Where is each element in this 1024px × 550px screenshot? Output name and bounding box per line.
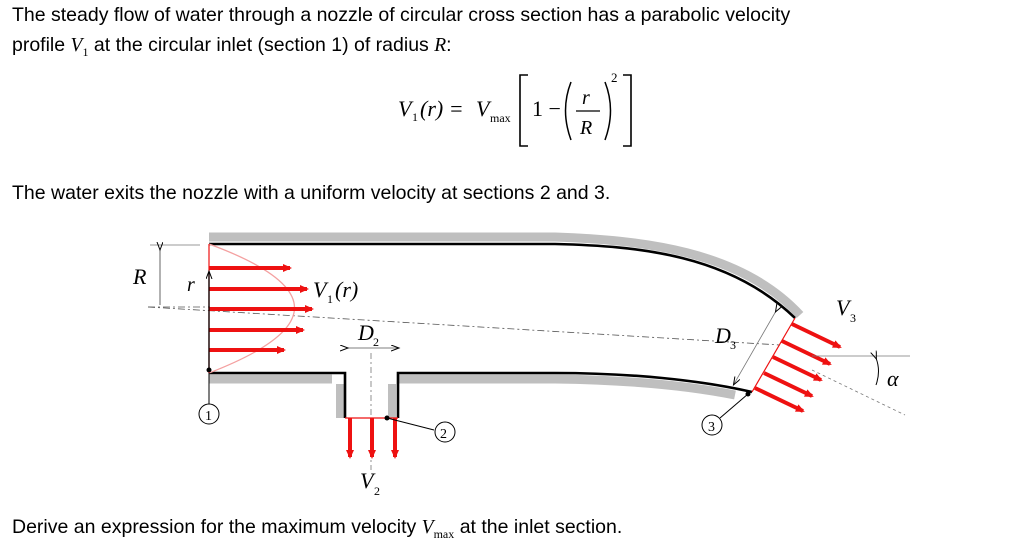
outlet-3-arrow: [781, 339, 832, 366]
eq-lhs-v: V: [398, 96, 414, 121]
intro-colon: :: [446, 34, 452, 56]
section-1-number: 1: [205, 409, 212, 424]
label-D2: D: [357, 320, 374, 345]
eq-one-minus: 1 −: [532, 96, 561, 121]
outlet-3-arrow: [754, 386, 805, 413]
jet-direction-line: [811, 369, 906, 416]
top-wall-shadow: [209, 232, 804, 319]
label-D3: D: [714, 323, 731, 348]
eq-rhs-v: V: [476, 96, 492, 121]
section-1-marker: [198, 403, 220, 425]
outlet-3-arrow: [791, 322, 842, 349]
question-velocity-subscript: max: [433, 526, 455, 541]
label-R: R: [132, 264, 147, 289]
d3-dimension: [734, 311, 776, 384]
label-V1-arg: (r): [335, 277, 358, 302]
intro-line-2: profile V1 at the circular inlet (sectio…: [12, 30, 452, 67]
intro-word-profile: profile: [12, 34, 66, 56]
section-2-marker: [434, 421, 456, 443]
label-D2-sub: 2: [373, 335, 379, 349]
branch-wall-shadow: [336, 384, 396, 418]
exit-statement: The water exits the nozzle with a unifor…: [12, 182, 611, 204]
bottom-wall: [209, 371, 753, 418]
alpha-arc: [876, 358, 879, 386]
outlet-3-arrow: [763, 371, 814, 398]
outlet-3-plane: [751, 317, 796, 393]
velocity-equation: V 1 (r) = V max 1 − r R 2: [398, 70, 632, 147]
top-wall: [209, 242, 796, 319]
label-D3-sub: 3: [730, 338, 736, 352]
eq-right-paren: [604, 81, 612, 141]
outlet-2-arrows: [346, 418, 399, 459]
question-text-b: at the inlet section.: [459, 516, 623, 538]
label-alpha: α: [887, 366, 899, 391]
section-2-leader: [386, 417, 435, 431]
centerline: [147, 306, 781, 346]
inlet-arrows: [209, 264, 314, 354]
intro-inlet-text: at the circular inlet (section 1) of rad…: [93, 34, 429, 56]
intro-line-1: The steady flow of water through a nozzl…: [12, 4, 791, 26]
section-3-leader: [719, 393, 749, 419]
section-3-marker: [701, 414, 723, 436]
intro-radius-symbol: R: [434, 35, 447, 56]
outlet-3-arrows: [754, 322, 842, 413]
question-velocity-symbol: V: [421, 517, 434, 538]
eq-power: 2: [611, 70, 618, 85]
section-3-number: 3: [708, 420, 715, 435]
eq-lhs-arg: (r) =: [420, 96, 464, 121]
r-origin-dot: [206, 367, 212, 373]
bottom-wall-shadow: [209, 374, 736, 400]
section-2-number: 2: [440, 427, 447, 442]
label-V2: V: [360, 468, 376, 493]
eq-right-bracket: [623, 74, 632, 147]
eq-numerator: r: [582, 87, 590, 109]
eq-rhs-sub: max: [490, 111, 511, 125]
label-V1: V: [313, 277, 329, 302]
intro-velocity-subscript: 1: [82, 44, 89, 59]
eq-left-paren: [564, 81, 572, 141]
intro-velocity-symbol: V: [70, 35, 83, 56]
eq-lhs-sub: 1: [412, 110, 418, 124]
outlet-3-arrow: [772, 355, 823, 382]
eq-left-bracket: [519, 74, 528, 147]
label-r: r: [187, 274, 195, 296]
question-text-a: Derive an expression for the maximum vel…: [12, 516, 417, 538]
question-line: Derive an expression for the maximum vel…: [12, 512, 622, 549]
eq-denominator: R: [579, 117, 592, 139]
label-V2-sub: 2: [374, 484, 380, 498]
label-V3: V: [836, 295, 852, 320]
label-V3-sub: 3: [850, 311, 856, 325]
label-V1-sub: 1: [327, 292, 333, 306]
